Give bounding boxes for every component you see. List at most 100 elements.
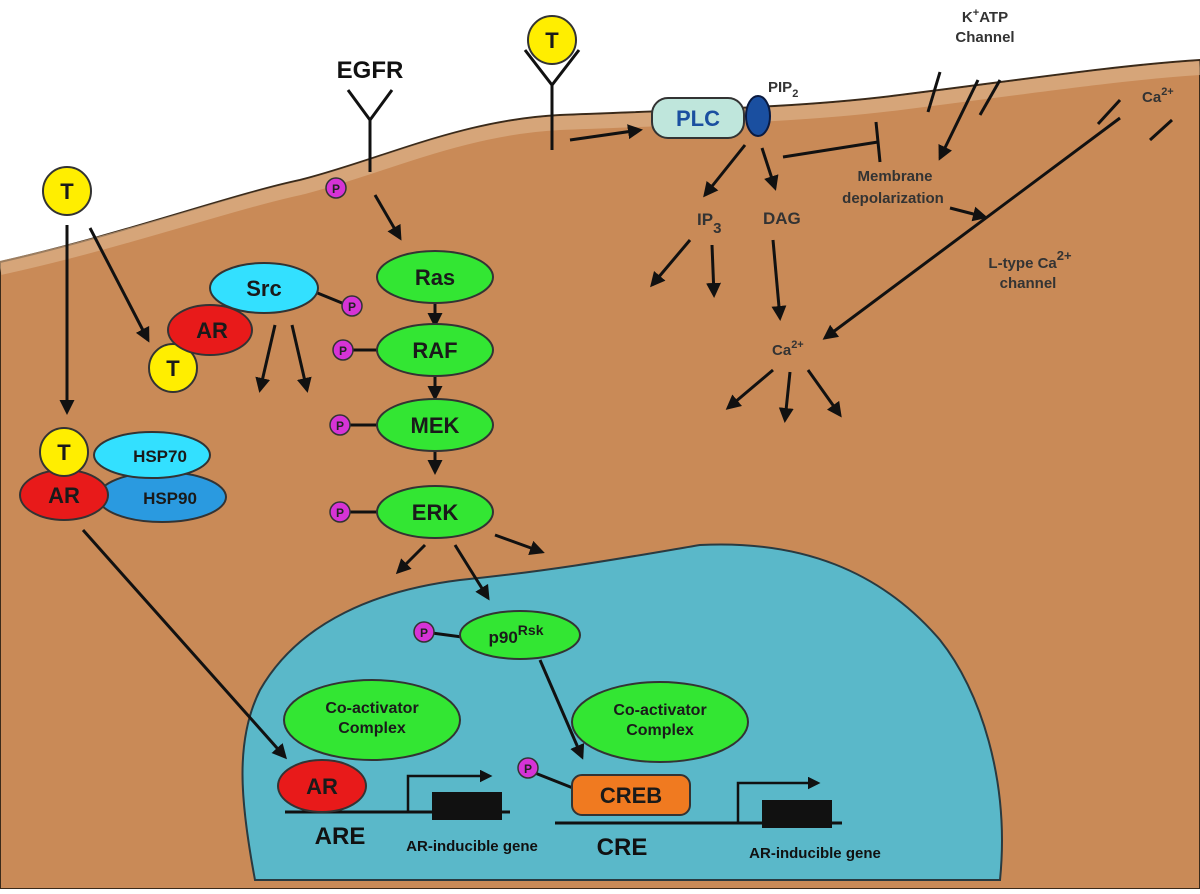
phospho-erk: P <box>329 501 351 523</box>
svg-text:HSP90: HSP90 <box>143 489 197 508</box>
arrow-plc-to-ip3 <box>703 144 747 198</box>
arrow-ca-down <box>778 371 794 423</box>
t-ligand-left: T <box>42 166 92 216</box>
arrow-egfr-to-ras <box>373 194 402 241</box>
arrow-ca-left <box>725 368 774 410</box>
arrow-ca-right <box>806 369 842 418</box>
svg-text:Co-activator: Co-activator <box>325 700 418 717</box>
svg-text:T: T <box>545 28 559 53</box>
transcription-arrow-are <box>406 769 493 812</box>
svg-text:P: P <box>336 506 344 520</box>
cre-label: CRE <box>597 834 648 861</box>
svg-text:P: P <box>348 300 356 314</box>
ca-channel-tick-2 <box>1148 118 1174 142</box>
ip3-label: IP3 <box>697 210 721 237</box>
arrow-plc-to-dag <box>760 147 779 191</box>
raf-node: RAF <box>376 323 494 377</box>
src-phospho-link <box>314 290 343 305</box>
phospho-egfr: P <box>325 177 347 199</box>
svg-text:P: P <box>336 419 344 433</box>
arrow-erk-left <box>395 543 427 575</box>
phospho-p90: P <box>413 621 435 643</box>
phospho-raf: P <box>332 339 354 361</box>
t-receptor <box>523 49 581 150</box>
arrow-receptor-to-plc <box>569 124 643 142</box>
creb-phospho-link <box>534 771 579 792</box>
phospho-mek: P <box>329 414 351 436</box>
svg-text:AR: AR <box>48 483 80 508</box>
ca-channel-label: Ca2+ <box>1142 86 1174 106</box>
t-ligand-receptor: T <box>527 15 577 65</box>
t-ligand-hsp-complex: T <box>39 427 89 477</box>
ar-inducible-gene-cre: AR-inducible gene <box>749 845 881 862</box>
arrow-src-down-1 <box>255 324 277 393</box>
arrow-ip3-left <box>650 239 692 288</box>
arrow-ip3-down <box>706 244 722 298</box>
svg-text:T: T <box>60 179 74 204</box>
plc-node: PLC <box>651 97 745 139</box>
svg-text:HSP70: HSP70 <box>133 447 187 466</box>
svg-text:MEK: MEK <box>411 413 460 438</box>
svg-text:Src: Src <box>246 276 281 301</box>
ltype-channel-line2: channel <box>1000 275 1057 292</box>
svg-text:Complex: Complex <box>626 722 694 739</box>
svg-text:Co-activator: Co-activator <box>613 702 706 719</box>
dag-label: DAG <box>763 209 801 228</box>
pip2-node <box>745 95 771 137</box>
svg-text:ERK: ERK <box>412 500 459 525</box>
ar-inducible-gene-are: AR-inducible gene <box>406 838 538 855</box>
ar-node-nucleus: AR <box>277 759 367 813</box>
arrow-depol-to-ltype <box>949 206 988 222</box>
svg-text:CREB: CREB <box>600 783 662 808</box>
svg-text:AR: AR <box>306 774 338 799</box>
p90rsk-node: p90Rsk <box>459 610 581 660</box>
svg-text:p90Rsk: p90Rsk <box>489 622 544 647</box>
ltype-channel-line1: L-type Ca2+ <box>988 248 1072 272</box>
arrow-erk-right <box>494 533 545 555</box>
ca-intracellular-label: Ca2+ <box>772 339 804 359</box>
svg-text:P: P <box>339 344 347 358</box>
svg-text:RAF: RAF <box>412 338 457 363</box>
hsp70-node: HSP70 <box>93 431 211 479</box>
arrow-p90-to-creb <box>538 659 585 760</box>
phospho-src: P <box>341 295 363 317</box>
ar-node-src-complex: AR <box>167 304 253 356</box>
arrow-ar-to-nucleus <box>81 529 287 760</box>
egfr-receptor <box>346 89 394 172</box>
membrane-depolarization-line2: depolarization <box>842 190 944 207</box>
arrow-ca-channel-to-ca <box>822 116 1121 340</box>
arrow-src-down-2 <box>290 324 312 393</box>
ar-gene-box-are <box>432 792 502 820</box>
katp-channel-label: Channel <box>955 29 1014 46</box>
svg-text:AR: AR <box>196 318 228 343</box>
egfr-label: EGFR <box>337 57 404 84</box>
katp-channel-tick-1 <box>926 71 942 113</box>
svg-text:P: P <box>420 626 428 640</box>
src-node: Src <box>209 262 319 314</box>
svg-text:T: T <box>57 440 71 465</box>
ar-node-hsp-complex: AR <box>19 469 109 521</box>
membrane-highlight <box>0 61 1200 275</box>
svg-text:P: P <box>332 182 340 196</box>
creb-node: CREB <box>571 774 691 816</box>
arrow-t-to-ar-src <box>88 227 150 343</box>
erk-node: ERK <box>376 485 494 539</box>
svg-text:Complex: Complex <box>338 720 406 737</box>
katp-label: K+ATP <box>962 7 1008 26</box>
hsp90-node: HSP90 <box>97 471 227 523</box>
are-label: ARE <box>315 823 366 850</box>
membrane-depolarization-line1: Membrane <box>857 168 932 185</box>
coactivator-complex-are: Co-activator Complex <box>283 679 461 761</box>
inhibit-bar <box>874 121 882 163</box>
phospho-creb: P <box>517 757 539 779</box>
svg-text:PLC: PLC <box>676 106 720 131</box>
svg-text:Ras: Ras <box>415 265 455 290</box>
ca-channel-tick-1 <box>1096 98 1122 126</box>
transcription-arrow-cre <box>736 776 821 823</box>
mek-node: MEK <box>376 398 494 452</box>
pip2-label: PIP2 <box>768 79 798 100</box>
t-ligand-src-complex: T <box>148 343 198 393</box>
p90-phospho-link <box>431 631 463 639</box>
